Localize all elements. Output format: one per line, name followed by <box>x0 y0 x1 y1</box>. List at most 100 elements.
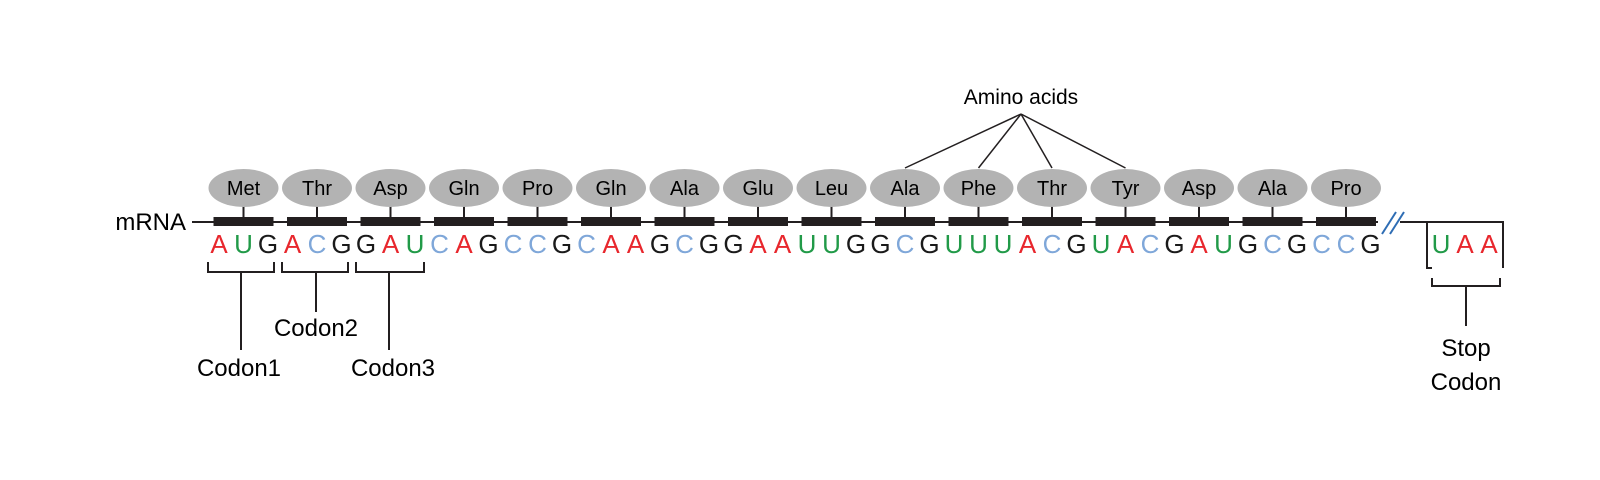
codon-bar <box>434 217 494 226</box>
amino-acid-pointer-line <box>1020 113 1053 169</box>
nucleotide-g: G <box>919 229 939 259</box>
codon1-label: Codon1 <box>197 355 281 382</box>
codon-bar <box>875 217 935 226</box>
nucleotide-c: C <box>528 229 547 259</box>
amino-acid-label: Pro <box>1330 178 1361 200</box>
amino-acid-bead <box>355 169 426 207</box>
amino-acid-label: Gln <box>448 178 479 200</box>
amino-acid-bead <box>502 169 573 207</box>
amino-acid-label: Gln <box>595 178 626 200</box>
nucleotide-g: G <box>699 229 719 259</box>
nucleotide-a: A <box>602 229 620 259</box>
codon-bar <box>287 217 347 226</box>
nucleotide-c: C <box>504 229 523 259</box>
amino-acid-label: Thr <box>1037 178 1067 200</box>
codon3-bracket <box>355 262 425 273</box>
amino-acid-label: Asp <box>1182 178 1216 200</box>
stop-nucleotide-u: U <box>1432 229 1451 259</box>
amino-acid-bead <box>429 169 499 207</box>
stop-codon-bracket <box>1431 278 1501 287</box>
nucleotide-c: C <box>577 229 596 259</box>
codon-bar <box>1022 217 1082 226</box>
nucleotide-g: G <box>478 229 498 259</box>
nucleotide-g: G <box>1238 229 1258 259</box>
amino-acid-bead <box>870 169 940 207</box>
amino-acid-bead <box>1237 169 1308 207</box>
codon-bar <box>654 217 715 226</box>
nucleotide-u: U <box>1092 229 1111 259</box>
amino-acid-label: Ala <box>670 178 700 200</box>
nucleotide-u: U <box>406 229 425 259</box>
nucleotide-a: A <box>382 229 400 259</box>
codon-bar <box>728 217 788 226</box>
amino-acid-bead <box>1090 169 1161 207</box>
nucleotide-c: C <box>1263 229 1282 259</box>
nucleotide-c: C <box>896 229 915 259</box>
codon-bar <box>1316 217 1376 226</box>
amino-acid-label: Met <box>227 178 261 200</box>
nucleotide-a: A <box>774 229 792 259</box>
codon-bar <box>213 217 274 226</box>
nucleotide-g: G <box>870 229 890 259</box>
nucleotide-g: G <box>258 229 278 259</box>
nucleotide-a: A <box>1019 229 1037 259</box>
nucleotide-c: C <box>1043 229 1062 259</box>
nucleotide-g: G <box>552 229 572 259</box>
codon2-label: Codon2 <box>274 315 358 342</box>
codon3-label: Codon3 <box>351 355 435 382</box>
codon-bar <box>1242 217 1303 226</box>
amino-acids-label: Amino acids <box>964 86 1078 109</box>
nucleotide-a: A <box>455 229 473 259</box>
nucleotide-g: G <box>846 229 866 259</box>
amino-acid-bead <box>1311 169 1381 207</box>
amino-acid-pointer-line <box>904 113 1022 169</box>
amino-acid-label: Phe <box>961 178 997 200</box>
codon-bar <box>1169 217 1229 226</box>
nucleotide-u: U <box>234 229 253 259</box>
nucleotide-g: G <box>1066 229 1086 259</box>
codon-bar <box>1095 217 1156 226</box>
amino-acid-label: Tyr <box>1112 178 1140 200</box>
nucleotide-a: A <box>627 229 645 259</box>
amino-acid-bead <box>649 169 720 207</box>
amino-acid-label: Ala <box>1258 178 1288 200</box>
nucleotide-u: U <box>822 229 841 259</box>
stop-nucleotide-a: A <box>1456 229 1474 259</box>
stop-codon-label-line2: Codon <box>1431 369 1502 396</box>
codon-bar <box>581 217 641 226</box>
amino-acid-bead <box>576 169 646 207</box>
nucleotide-g: G <box>723 229 743 259</box>
nucleotide-g: G <box>1164 229 1184 259</box>
codon-bar <box>948 217 1009 226</box>
amino-acid-bead <box>282 169 352 207</box>
nucleotide-u: U <box>945 229 964 259</box>
nucleotide-g: G <box>1287 229 1307 259</box>
nucleotide-c: C <box>308 229 327 259</box>
amino-acid-bead <box>1017 169 1087 207</box>
nucleotide-c: C <box>675 229 694 259</box>
codon-bars <box>213 217 1376 226</box>
codon1-bracket <box>207 262 275 273</box>
amino-acid-bead <box>208 169 279 207</box>
codon-bar <box>507 217 568 226</box>
nucleotide-c: C <box>430 229 449 259</box>
nucleotide-c: C <box>1337 229 1356 259</box>
nucleotide-a: A <box>1117 229 1135 259</box>
amino-acid-pointer-line <box>1020 113 1126 169</box>
amino-acid-label: Asp <box>373 178 407 200</box>
nucleotide-a: A <box>284 229 302 259</box>
amino-acid-label: Pro <box>522 178 553 200</box>
amino-acid-label: Leu <box>815 178 848 200</box>
mrna-label: mRNA <box>115 209 186 236</box>
nucleotide-a: A <box>210 229 228 259</box>
amino-acid-bead <box>796 169 867 207</box>
amino-acid-pointer-line <box>977 113 1022 169</box>
stop-nucleotide-a: A <box>1480 229 1498 259</box>
sequence-break-icon <box>1381 211 1405 235</box>
amino-acid-label: Glu <box>742 178 773 200</box>
codon-bar <box>801 217 862 226</box>
amino-acid-pointers <box>904 113 1126 169</box>
stop-codon-box <box>1426 222 1432 269</box>
